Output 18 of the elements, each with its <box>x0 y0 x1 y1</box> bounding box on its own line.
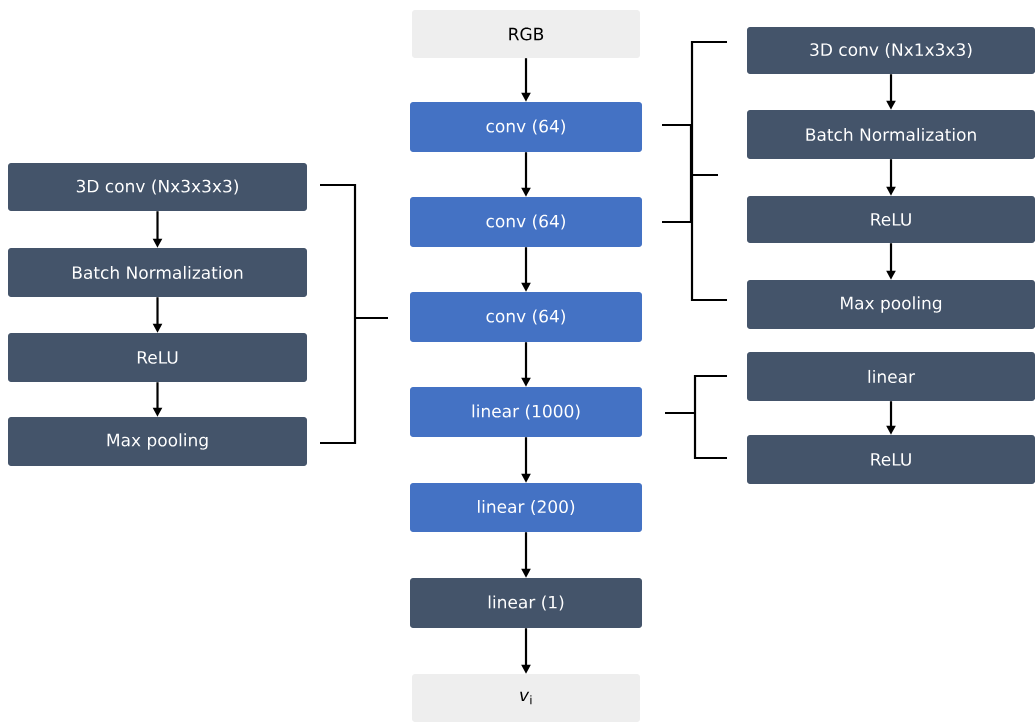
layer-box: Max pooling <box>8 417 307 466</box>
layer-box: 3D conv (Nx1x3x3) <box>747 27 1035 74</box>
layer-box: ReLU <box>747 435 1035 484</box>
layer-box: conv (64) <box>410 292 642 342</box>
layer-box: Batch Normalization <box>747 110 1035 159</box>
io-box: v$_{i}$ <box>412 674 640 722</box>
io-box: RGB <box>412 10 640 58</box>
layer-box: 3D conv (Nx3x3x3) <box>8 163 307 211</box>
layer-box: linear <box>747 352 1035 401</box>
layer-box: Batch Normalization <box>8 248 307 297</box>
layer-box: Max pooling <box>747 280 1035 329</box>
layer-box: linear (1000) <box>410 387 642 437</box>
layer-box: linear (1) <box>410 578 642 628</box>
layer-box: ReLU <box>747 196 1035 243</box>
layer-box: linear (200) <box>410 483 642 532</box>
layer-box: ReLU <box>8 333 307 382</box>
layer-box: conv (64) <box>410 197 642 247</box>
layer-box: conv (64) <box>410 102 642 152</box>
